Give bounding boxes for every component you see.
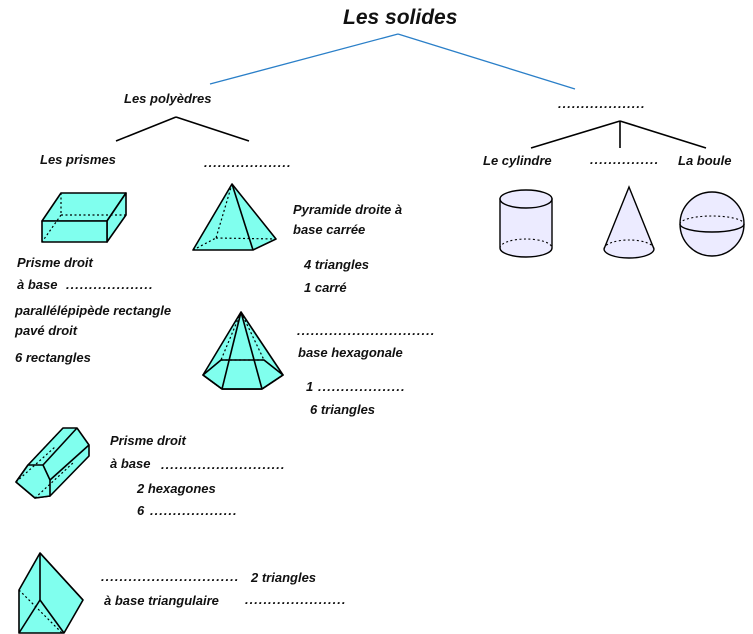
prism-tri-line2-blank: ...................... <box>245 592 347 607</box>
triangular-prism-shape <box>18 552 84 634</box>
prism-tri-line2: à base triangulaire <box>104 593 219 608</box>
branch-to-boule <box>619 120 707 149</box>
pave-line5: 6 rectangles <box>15 350 91 365</box>
pyr-carree-line1: Pyramide droite à <box>293 202 403 217</box>
pyr-hex-line4: 6 triangles <box>310 402 376 417</box>
pyr-carree-line3: 4 triangles <box>304 257 370 272</box>
label-polyedres: Les polyèdres <box>124 91 212 106</box>
pave-line2-prefix: à base <box>17 277 58 292</box>
square-pyramid-shape <box>192 183 277 251</box>
blank-non-polyedres: ................... <box>558 96 646 111</box>
branch-to-prismes <box>115 116 177 142</box>
prism-tri-line1-blank: .............................. <box>101 569 240 584</box>
prism-hex-line2-prefix: à base <box>110 456 151 471</box>
label-prismes: Les prismes <box>40 152 116 167</box>
cylinder-shape <box>499 189 553 258</box>
pyr-hex-line3-prefix: 1 <box>306 379 314 394</box>
sphere-shape <box>679 191 745 257</box>
pave-line3: parallélépipède rectangle <box>15 303 172 318</box>
pyr-hex-line3-blank: ................... <box>318 379 406 394</box>
blank-cone: ............... <box>590 152 660 167</box>
hexagonal-prism-shape <box>15 427 90 499</box>
tree-top-branches <box>209 33 576 90</box>
pyr-hex-line1-blank: .............................. <box>297 323 436 338</box>
pyr-hex-line2: base hexagonale <box>298 345 403 360</box>
prism-hex-line3: 2 hexagones <box>137 481 216 496</box>
branch-to-cylindre <box>530 120 621 149</box>
label-cylindre: Le cylindre <box>483 153 552 168</box>
pave-line4: pavé droit <box>15 323 78 338</box>
prism-hex-line4-prefix: 6 <box>137 503 145 518</box>
tree-sub-branches <box>115 116 707 149</box>
branch-to-pyramides <box>175 116 250 142</box>
pave-line2-blank: ................... <box>66 277 154 292</box>
prism-hex-line2-blank: ........................... <box>161 457 286 472</box>
prism-tri-line1-suffix: 2 triangles <box>251 570 317 585</box>
hexagonal-pyramid-shape <box>202 311 284 390</box>
prism-hex-line1: Prisme droit <box>110 433 186 448</box>
branch-to-non-polyedres <box>397 33 576 90</box>
pyr-carree-line4: 1 carré <box>304 280 347 295</box>
diagram-title: Les solides <box>343 6 458 29</box>
cone-shape <box>603 185 655 259</box>
pyr-carree-line2: base carrée <box>293 222 366 237</box>
branch-to-polyedres <box>209 33 399 85</box>
pave-line1: Prisme droit <box>17 255 93 270</box>
label-boule: La boule <box>678 153 732 168</box>
prism-hex-line4-blank: ................... <box>150 503 238 518</box>
blank-pyramides: ................... <box>204 155 292 170</box>
cuboid-shape <box>41 192 127 243</box>
